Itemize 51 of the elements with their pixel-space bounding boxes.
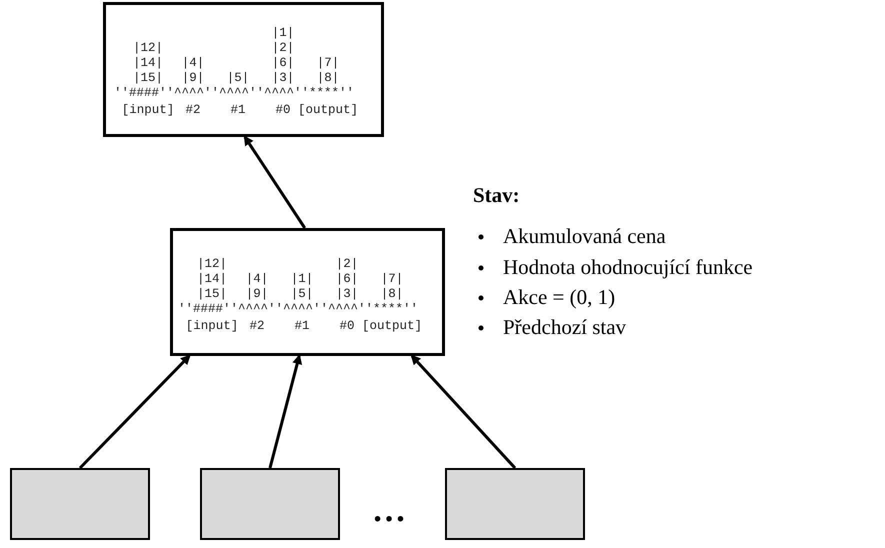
disk-number: |4| (182, 57, 204, 70)
heading: Stav: (473, 183, 520, 208)
state-box (200, 468, 340, 540)
peg-label: [input] (122, 104, 174, 116)
disk-number: |6| (336, 273, 358, 286)
arrow (244, 135, 306, 229)
peg-label: #2 (250, 320, 264, 332)
disk-number: |1| (272, 27, 294, 40)
list-item: Hodnota ohodnocující funkce (503, 255, 753, 280)
peg-base: ''####''^^^^''^^^^''^^^^''****'' (114, 87, 354, 100)
disk-number: |9| (182, 72, 204, 84)
disk-number: |15| (133, 72, 163, 84)
disk-number: |3| (272, 72, 294, 84)
disk-number: |2| (336, 258, 358, 270)
disk-number: |9| (246, 288, 268, 300)
disk-number: |12| (133, 42, 163, 54)
peg-label: #0 (276, 104, 290, 116)
list-item: Akce = (0, 1) (503, 285, 616, 310)
peg-label: [input] (186, 320, 238, 332)
disk-number: |5| (226, 72, 250, 84)
disk-number: |8| (316, 72, 340, 84)
peg-label: #1 (294, 320, 310, 332)
disk-number: |7| (316, 57, 340, 70)
disk-number: |5| (290, 288, 314, 300)
peg-label: [output] (298, 104, 358, 116)
arrow (78, 354, 191, 470)
state-box (10, 468, 150, 540)
peg-label: #2 (186, 104, 200, 116)
state-box (445, 468, 585, 540)
disk-number: |3| (336, 288, 358, 300)
ellipsis: … (372, 492, 406, 530)
peg-label: #1 (230, 104, 246, 116)
state-box (103, 2, 384, 137)
list-item: Akumulovaná cena (503, 224, 666, 249)
arrow (410, 354, 516, 470)
arrow (268, 354, 302, 468)
disk-number: |8| (380, 288, 404, 300)
peg-label: [output] (362, 320, 422, 332)
disk-number: |6| (272, 57, 294, 70)
disk-number: |4| (246, 273, 268, 286)
disk-number: |1| (290, 273, 314, 286)
state-box (170, 228, 445, 356)
disk-number: |2| (272, 42, 294, 54)
disk-number: |14| (197, 273, 227, 286)
disk-number: |14| (133, 57, 163, 70)
disk-number: |7| (380, 273, 404, 286)
list-item: Předchozí stav (503, 315, 626, 340)
disk-number: |15| (197, 288, 227, 300)
peg-label: #0 (340, 320, 354, 332)
peg-base: ''####''^^^^''^^^^''^^^^''****'' (178, 303, 418, 316)
disk-number: |12| (197, 258, 227, 270)
